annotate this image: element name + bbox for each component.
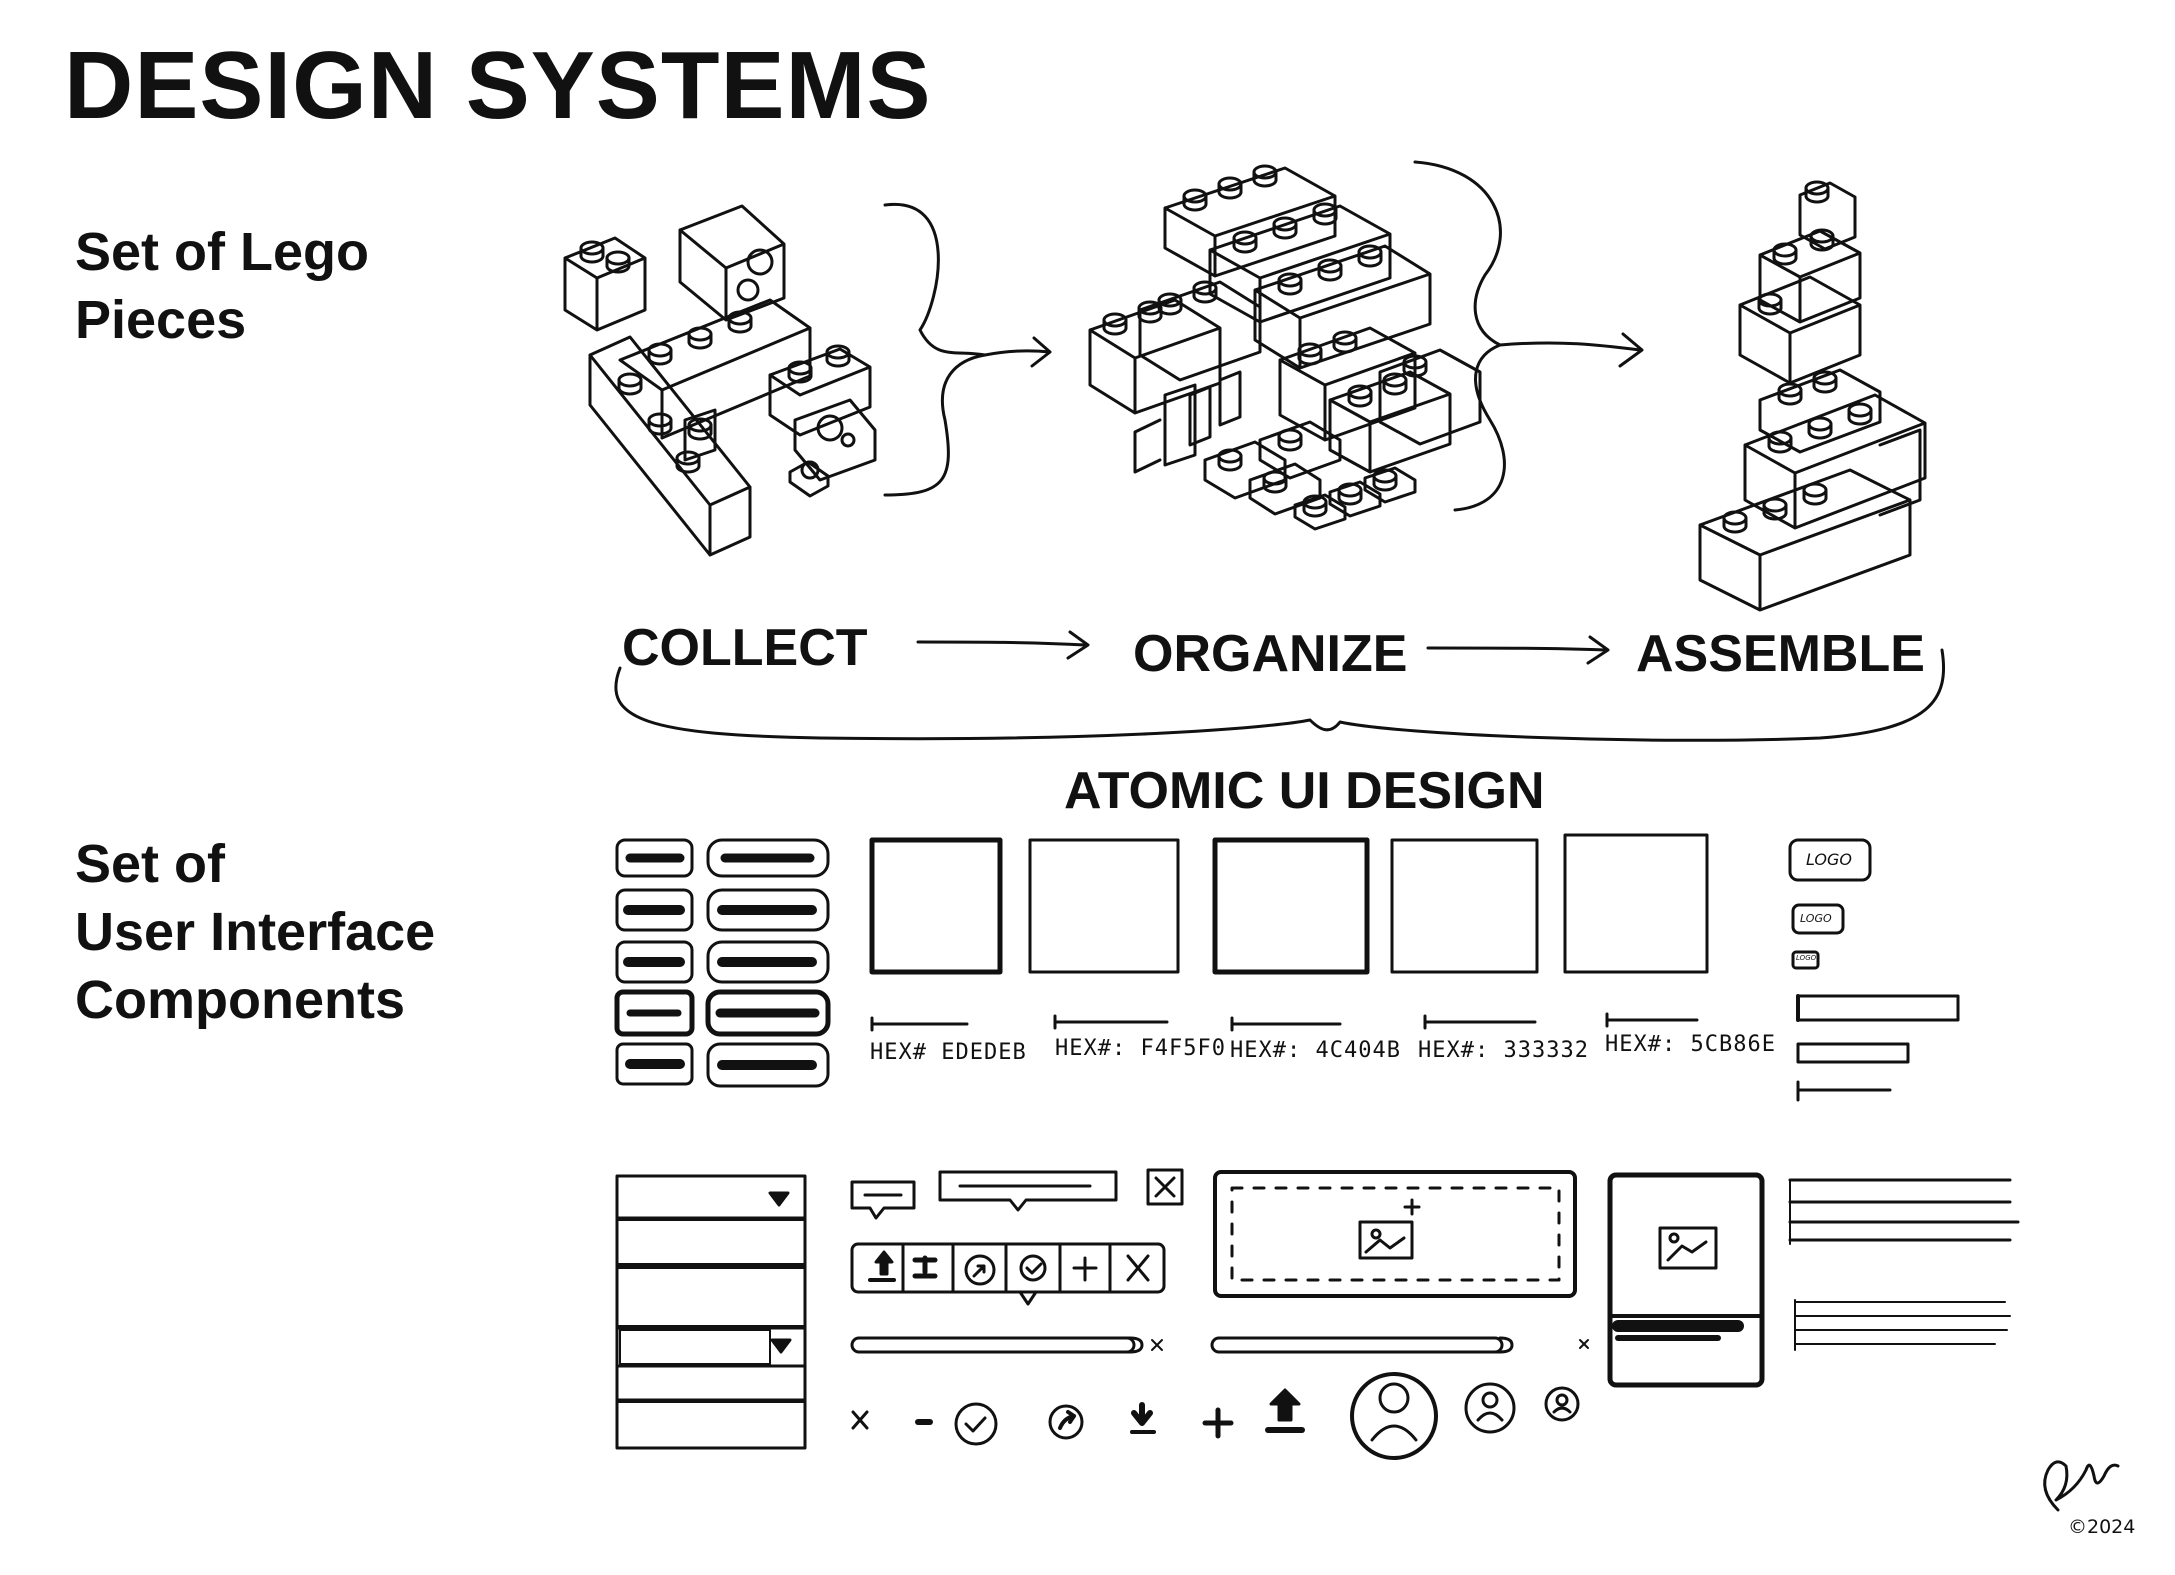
copyright-year: ©2024 xyxy=(2068,1516,2136,1538)
ui-label-line-3: Components xyxy=(75,970,405,1030)
lego-label-line-1: Set of Lego xyxy=(75,222,369,282)
tooltips-toolbar-progress xyxy=(850,1168,1589,1354)
assembled-lego-towers xyxy=(1698,180,1927,612)
scattered-lego-pile xyxy=(563,204,877,557)
page-title: DESIGN SYSTEMS xyxy=(64,32,932,139)
close-icon xyxy=(851,1410,869,1430)
atomic-design-brace xyxy=(614,648,1946,742)
swatch-hex-1: HEX# EDEDEB xyxy=(870,1040,1027,1065)
lego-label-line-2: Pieces xyxy=(75,290,247,350)
collect-brace xyxy=(883,202,987,497)
download-icon xyxy=(1130,1402,1156,1434)
share-icon xyxy=(1048,1404,1084,1440)
plus-icon xyxy=(1202,1407,1234,1439)
organized-lego-rows xyxy=(1088,164,1482,531)
dropdown-lists xyxy=(615,1174,807,1450)
avatar-icons xyxy=(1350,1372,1580,1460)
swatch-hex-5: HEX#: 5CB86E xyxy=(1605,1032,1776,1057)
ui-components-label: Set of User Interface Components xyxy=(75,830,435,1034)
organize-brace xyxy=(1413,160,1506,512)
collect-to-organize-arrow xyxy=(916,630,1090,660)
organize-arrow xyxy=(1498,332,1644,368)
image-card xyxy=(1607,1172,1765,1388)
atomic-ui-design-label: ATOMIC UI DESIGN xyxy=(1064,762,1545,820)
ui-label-line-2: User Interface xyxy=(75,902,436,962)
image-uploader xyxy=(1213,1170,1577,1298)
upload-icon xyxy=(1265,1388,1305,1433)
stage-organize: ORGANIZE xyxy=(1133,625,1408,683)
ui-label-line-1: Set of xyxy=(75,834,226,894)
swatch-hex-3: HEX#: 4C404B xyxy=(1230,1038,1401,1063)
organize-to-assemble-arrow xyxy=(1426,635,1610,665)
stage-assemble: ASSEMBLE xyxy=(1636,625,1925,683)
swatch-hex-2: HEX#: F4F5F0 xyxy=(1055,1036,1226,1061)
stage-collect: COLLECT xyxy=(622,619,868,677)
swatch-hex-4: HEX#: 333332 xyxy=(1418,1038,1589,1063)
logo-large: LOGO xyxy=(1806,850,1853,869)
collect-arrow xyxy=(983,336,1052,368)
logo-medium: LOGO xyxy=(1800,912,1832,925)
color-swatches xyxy=(869,833,1709,1032)
lego-pieces-label: Set of Lego Pieces xyxy=(75,218,369,354)
artist-signature xyxy=(2043,1460,2120,1512)
text-block-placeholders xyxy=(1788,1178,2020,1351)
icon-row xyxy=(851,1388,1305,1446)
button-variants xyxy=(614,838,831,1088)
logo-and-heading-scale xyxy=(1788,838,1960,1102)
check-circle-icon xyxy=(954,1402,998,1446)
logo-small: LOGO xyxy=(1796,954,1817,962)
